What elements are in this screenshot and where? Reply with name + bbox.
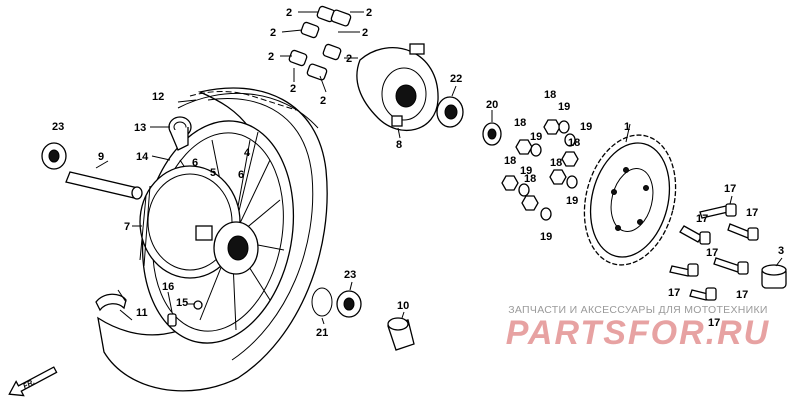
label-part-7: 7 xyxy=(124,221,130,233)
watermark-brand: PARTSFOR.RU xyxy=(505,314,771,352)
label-part-16: 16 xyxy=(162,281,174,293)
label-part-14: 14 xyxy=(136,151,149,163)
label-part-2: 2 xyxy=(286,7,292,19)
label-part-9: 9 xyxy=(98,151,104,163)
sprocket-hub xyxy=(356,43,439,132)
label-part-19: 19 xyxy=(520,165,532,177)
label-part-17: 17 xyxy=(668,287,680,299)
dampers xyxy=(288,5,352,81)
bearing-22 xyxy=(436,96,464,128)
watermark-subtitle: ЗАПЧАСТИ И АКСЕССУАРЫ ДЛЯ МОТОТЕХНИКИ xyxy=(508,304,768,316)
label-part-4: 4 xyxy=(244,147,251,159)
brake-hub xyxy=(139,165,259,279)
collar-10 xyxy=(387,317,415,351)
bearing-right xyxy=(311,287,362,318)
label-part-2: 2 xyxy=(366,7,372,19)
axle xyxy=(65,171,143,200)
label-part-2: 2 xyxy=(270,27,276,39)
valve-stem xyxy=(168,116,192,151)
label-part-2: 2 xyxy=(320,95,326,107)
label-part-2: 2 xyxy=(290,83,296,95)
label-part-18: 18 xyxy=(524,173,536,185)
label-part-19: 19 xyxy=(566,195,578,207)
label-part-1: 1 xyxy=(624,121,630,133)
label-part-5: 5 xyxy=(210,167,216,179)
callout-labels: 1 2 2 2 2 2 2 2 2 3 4 5 6 6 7 8 9 10 11 … xyxy=(52,7,784,339)
label-part-19: 19 xyxy=(580,121,592,133)
label-part-19: 19 xyxy=(540,231,552,243)
label-part-18: 18 xyxy=(544,89,556,101)
label-part-22: 22 xyxy=(450,73,462,85)
bolts xyxy=(669,203,759,301)
bearing-left xyxy=(41,142,67,170)
label-part-17: 17 xyxy=(736,289,748,301)
label-part-17: 17 xyxy=(724,183,736,195)
label-part-19: 19 xyxy=(530,131,542,143)
label-part-15: 15 xyxy=(176,297,188,309)
label-part-23: 23 xyxy=(344,269,356,281)
nuts-washers xyxy=(501,119,579,221)
label-part-20: 20 xyxy=(486,99,498,111)
label-part-6: 6 xyxy=(238,169,244,181)
label-part-2: 2 xyxy=(346,53,352,65)
leader-lines xyxy=(95,11,783,325)
label-part-2: 2 xyxy=(362,27,368,39)
label-part-3: 3 xyxy=(778,245,784,257)
label-part-18: 18 xyxy=(550,157,562,169)
arrow-icon: FR. xyxy=(8,366,58,397)
label-part-18: 18 xyxy=(504,155,516,167)
watermark: ЗАПЧАСТИ И АКСЕССУАРЫ ДЛЯ МОТОТЕХНИКИ PA… xyxy=(488,304,788,353)
label-part-2: 2 xyxy=(268,51,274,63)
rear-sprocket xyxy=(583,134,677,266)
nipples xyxy=(167,300,203,327)
collar-20 xyxy=(482,122,502,146)
front-direction-marker: FR. xyxy=(4,364,64,403)
label-part-19: 19 xyxy=(558,101,570,113)
label-part-23: 23 xyxy=(52,121,64,133)
rim-band xyxy=(95,289,127,312)
label-part-17: 17 xyxy=(708,317,720,329)
label-part-11: 11 xyxy=(136,307,148,319)
label-part-13: 13 xyxy=(134,122,146,134)
label-part-6: 6 xyxy=(192,157,198,169)
label-part-17: 17 xyxy=(696,213,708,225)
label-part-21: 21 xyxy=(316,327,328,339)
label-part-10: 10 xyxy=(397,300,409,312)
label-part-18: 18 xyxy=(568,137,580,149)
label-part-12: 12 xyxy=(152,91,164,103)
label-part-17: 17 xyxy=(746,207,758,219)
label-part-17: 17 xyxy=(706,247,718,259)
label-part-8: 8 xyxy=(396,139,402,151)
collar-3 xyxy=(761,264,787,289)
label-part-18: 18 xyxy=(514,117,526,129)
